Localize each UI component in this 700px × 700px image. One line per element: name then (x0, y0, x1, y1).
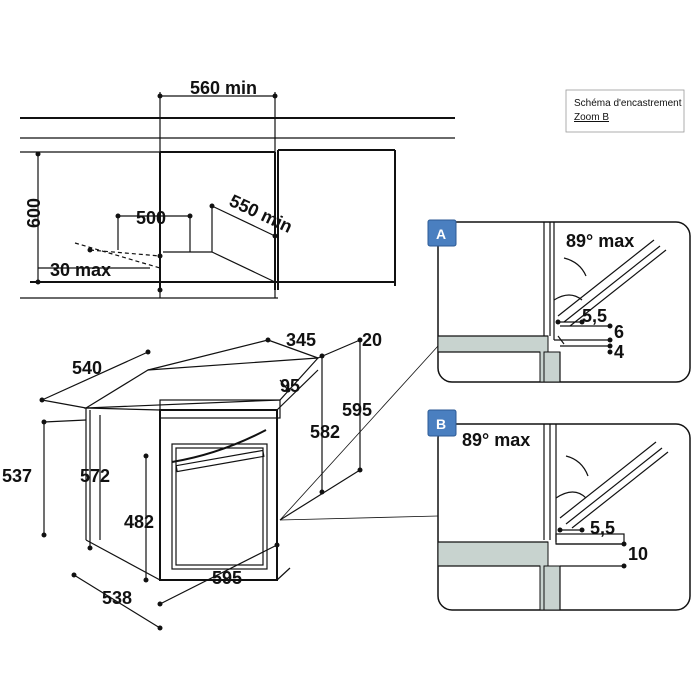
dim-side-height: 537 (2, 466, 32, 486)
badge-b-label: B (436, 416, 446, 432)
dim-depth-min: 550 min (226, 190, 295, 236)
detail-a-dim-6: 6 (614, 322, 624, 342)
oven-drawing (83, 357, 320, 581)
detail-a (437, 221, 691, 383)
detail-a-gap: 5,5 (582, 306, 607, 326)
detail-b-angle: 89° max (462, 430, 530, 450)
dim-panel-thickness: 20 (362, 330, 382, 350)
note-title: Schéma d'encastrement (574, 98, 682, 109)
niche-drawing (20, 92, 455, 299)
dim-inner-depth: 500 (136, 208, 166, 228)
leader-a (279, 345, 439, 521)
badge-a-label: A (436, 226, 446, 242)
dim-front-height: 595 (342, 400, 372, 420)
dim-offset: 95 (280, 376, 300, 396)
dim-panel-depth: 345 (286, 330, 316, 350)
dim-door-height: 482 (124, 512, 154, 532)
dim-body-height: 582 (310, 422, 340, 442)
oven-dots (39, 337, 363, 631)
leader-b (279, 515, 439, 521)
detail-b-dim-10: 10 (628, 544, 648, 564)
detail-b-dots (557, 527, 627, 569)
dim-bottom-depth: 538 (102, 588, 132, 608)
detail-a-angle: 89° max (566, 231, 634, 251)
detail-b (437, 423, 691, 611)
dim-oven-depth: 540 (72, 358, 102, 378)
dim-niche-height: 600 (24, 198, 44, 228)
dim-side-height-2: 572 (80, 466, 110, 486)
dim-front-width: 595 (212, 568, 242, 588)
detail-a-dots (555, 319, 613, 355)
note-link[interactable]: Zoom B (574, 112, 609, 123)
badge-a (427, 219, 457, 247)
detail-a-dim-4: 4 (614, 342, 624, 362)
detail-b-gap: 5,5 (590, 518, 615, 538)
dim-width-min: 560 min (190, 78, 257, 98)
niche-dots (35, 93, 278, 293)
badge-b (427, 409, 457, 437)
dim-gap-max: 30 max (50, 260, 111, 280)
oven-dimension-lines (41, 338, 361, 629)
note-box: Schéma d'encastrement Zoom B (565, 89, 685, 133)
